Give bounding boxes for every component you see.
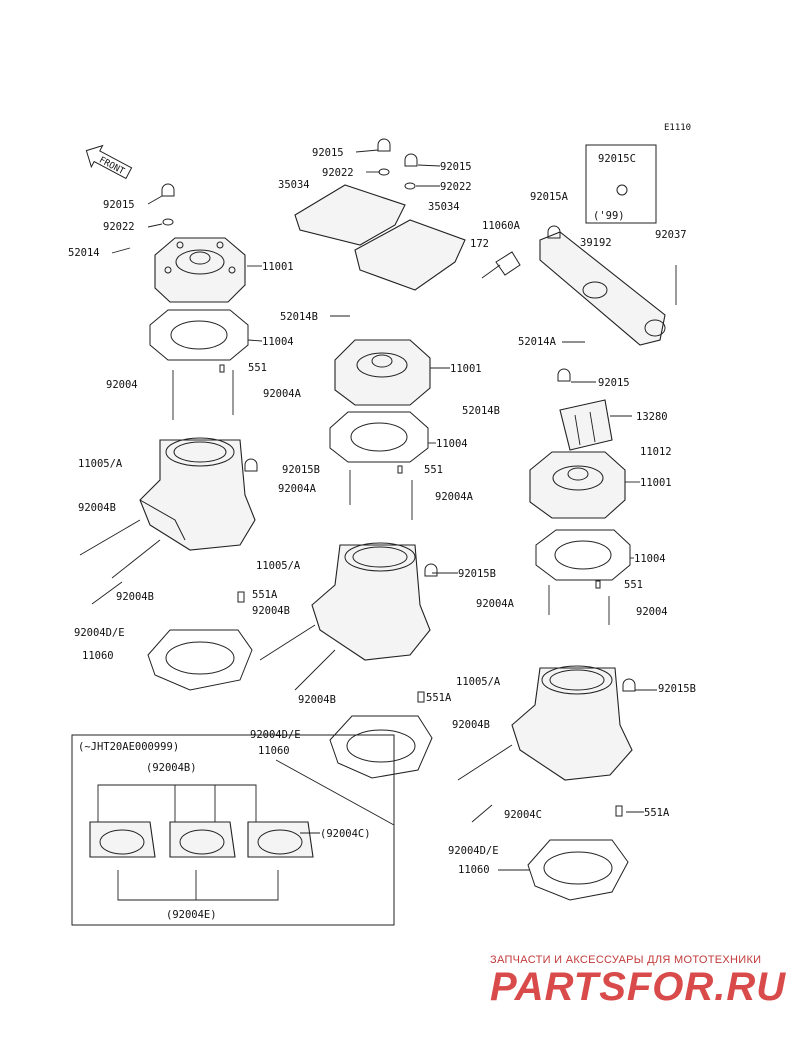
inset-box [71,734,395,926]
cylinder-head-mid [334,339,431,406]
cover-plate-35034-a [294,184,406,246]
label-92004c: 92004C [504,809,542,821]
label-92004b: 92004B [78,502,116,514]
label-11005a: 11005/A [78,458,123,470]
cylinder-right [511,665,633,781]
label-52014b: 52014B [462,405,500,417]
label-35034: 35034 [278,179,310,191]
label-92022: 92022 [103,221,135,233]
label-11060: 11060 [458,864,490,876]
label-92015a: 92015A [530,191,569,203]
label-39192: 39192 [580,237,612,249]
bracket-13280 [559,399,613,451]
cap-box [585,144,657,224]
fitting-11060A [481,251,521,279]
base-gasket-right [527,839,629,901]
label-92004: 92004 [106,379,138,391]
label-92004de: 92004D/E [250,729,301,741]
cylinder-mid [311,542,431,661]
label-172: 172 [470,238,489,250]
label-92004a: 92004A [476,598,515,610]
label-13280: 13280 [636,411,668,423]
label-52014b: 52014B [280,311,318,323]
label-92015b: 92015B [282,464,320,476]
label-11005a: 11005/A [456,676,501,688]
label-551a: 551A [644,807,670,819]
head-gasket-mid [329,411,429,463]
cylinder-left [139,437,256,551]
label-92004de: 92004D/E [448,845,499,857]
label-11004: 11004 [634,553,666,565]
label-92004a: 92004A [263,388,302,400]
dowel-pins [219,364,623,817]
label-11004: 11004 [436,438,468,450]
label-11001: 11001 [450,363,482,375]
inset-92004e: (92004E) [166,909,217,921]
label-92004b: 92004B [116,591,154,603]
label-35034: 35034 [428,201,460,213]
label-11001: 11001 [640,477,672,489]
label-92015c: 92015C [598,153,636,165]
label-92015: 92015 [312,147,344,159]
diagram-code: E1110 [664,123,691,133]
watermark-brand: PARTSFOR.RU [490,965,786,1009]
label-551: 551 [424,464,443,476]
label-52014: 52014 [68,247,100,259]
label-92015b: 92015B [658,683,696,695]
part-labels: 92015 92015 92022 92022 35034 35034 9201… [68,147,696,876]
leader-lines [111,149,657,871]
label-92004de: 92004D/E [74,627,125,639]
label-92004a: 92004A [435,491,474,503]
label-92015b: 92015B [458,568,496,580]
label-92004b: 92004B [452,719,490,731]
cylinder-head-right [529,451,626,519]
label-11060a: 11060A [482,220,521,232]
label-551a: 551A [252,589,278,601]
label-92004b: 92004B [252,605,290,617]
label-551a: 551A [426,692,452,704]
label-92004: 92004 [636,606,668,618]
label-92004a: 92004A [278,483,317,495]
front-label: FRONT [97,155,126,177]
label-92004b: 92004B [298,694,336,706]
stud-bolts-mid [259,470,413,691]
label-11001: 11001 [262,261,294,273]
label-92015: 92015 [598,377,630,389]
stud-bolts-right [457,585,610,823]
inset-92004b: (92004B) [146,762,197,774]
label-11060: 11060 [82,650,114,662]
cylinder-head-left [154,237,246,303]
base-gasket-mid [329,715,433,779]
inset-serial: (~JHT20AE000999) [78,741,179,753]
cover-plate-35034-b [354,219,466,291]
label-92022: 92022 [322,167,354,179]
stud-bolts-left [79,370,234,605]
front-arrow-icon: FRONT [85,144,133,180]
label-11005a: 11005/A [256,560,301,572]
label-92015: 92015 [440,161,472,173]
label-99: ('99) [593,210,625,222]
head-gasket-right [535,529,631,581]
label-92037: 92037 [655,229,687,241]
watermark: ЗАПЧАСТИ И АКСЕССУАРЫ ДЛЯ МОТОТЕХНИКИ PA… [490,954,786,1009]
head-gasket-left [149,309,249,361]
inset-labels: (~JHT20AE000999) (92004B) (92004C) (9200… [78,741,371,921]
label-52014a: 52014A [518,336,557,348]
label-551: 551 [624,579,643,591]
label-11012: 11012 [640,446,672,458]
watermark-tagline: ЗАПЧАСТИ И АКСЕССУАРЫ ДЛЯ МОТОТЕХНИКИ [490,954,761,966]
label-11004: 11004 [262,336,294,348]
base-gasket-left [147,629,253,691]
label-92022: 92022 [440,181,472,193]
inset-92004c: (92004C) [320,828,371,840]
label-551: 551 [248,362,267,374]
label-11060: 11060 [258,745,290,757]
label-92015: 92015 [103,199,135,211]
